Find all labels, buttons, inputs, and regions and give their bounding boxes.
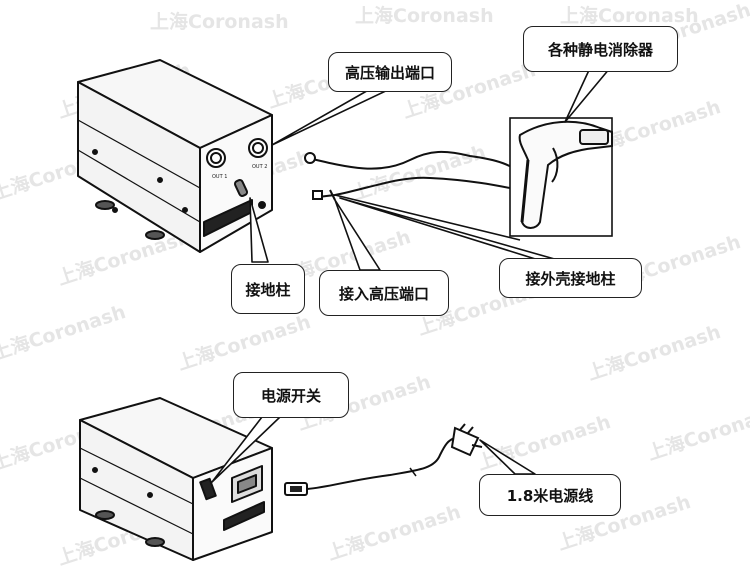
watermark: 上海Coronash bbox=[349, 140, 488, 205]
top-cables bbox=[304, 150, 528, 241]
callout-ground-post: 接地柱 bbox=[231, 264, 305, 314]
watermark: 上海Coronash bbox=[474, 410, 613, 475]
watermark: 上海Coronash bbox=[0, 300, 128, 365]
bottom-power-supply bbox=[79, 397, 273, 561]
callout-shell-ground-post: 接外壳接地柱 bbox=[499, 258, 642, 298]
top-callout-pointers bbox=[249, 67, 611, 271]
watermark: 上海Coronash bbox=[560, 4, 699, 27]
callout-static-eliminators: 各种静电消除器 bbox=[523, 26, 678, 72]
power-cord bbox=[284, 423, 483, 496]
watermark: 上海Coronash bbox=[644, 400, 750, 465]
callout-power-cord: 1.8米电源线 bbox=[479, 474, 621, 516]
callout-hv-output-port: 高压输出端口 bbox=[328, 52, 452, 92]
bottom-callout-pointers bbox=[211, 416, 536, 483]
svg-text:OUT 1: OUT 1 bbox=[212, 174, 227, 180]
watermark: 上海Coronash bbox=[150, 10, 289, 33]
callout-power-switch: 电源开关 bbox=[233, 372, 349, 418]
watermark: 上海Coronash bbox=[355, 4, 494, 27]
svg-text:OUT 2: OUT 2 bbox=[252, 164, 267, 170]
static-eliminator-gun bbox=[509, 117, 613, 237]
watermark: 上海Coronash bbox=[584, 320, 723, 385]
callout-hv-input-port: 接入高压端口 bbox=[319, 270, 449, 316]
watermark: 上海Coronash bbox=[324, 500, 463, 565]
watermark: 上海Coronash bbox=[174, 310, 313, 375]
top-power-supply: OUT 1 OUT 2 bbox=[77, 59, 273, 253]
